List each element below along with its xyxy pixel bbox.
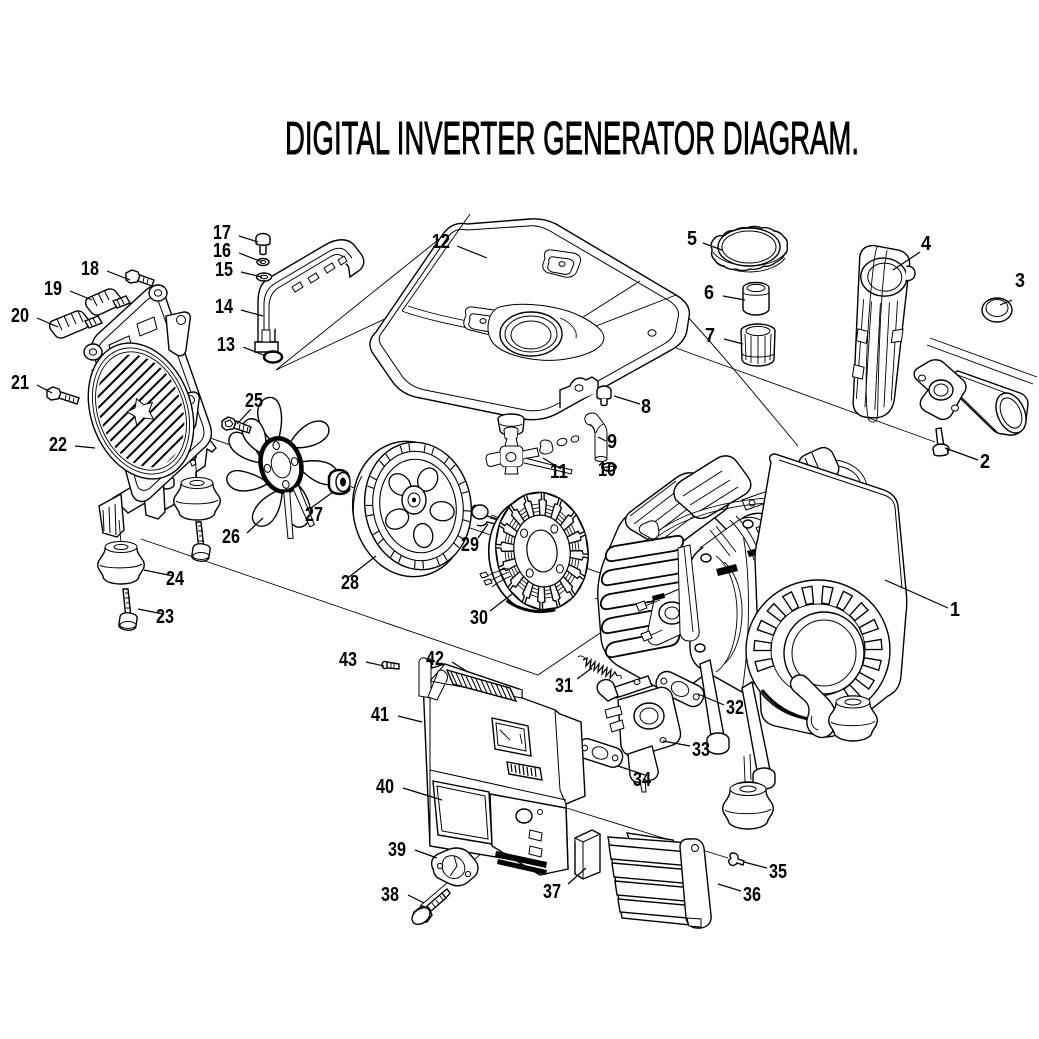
svg-text:17: 17 (213, 222, 231, 244)
svg-text:13: 13 (217, 334, 235, 356)
svg-text:16: 16 (213, 240, 231, 262)
svg-text:6: 6 (704, 282, 714, 304)
svg-text:5: 5 (687, 228, 697, 250)
svg-text:4: 4 (921, 233, 932, 255)
svg-text:15: 15 (215, 259, 233, 281)
svg-text:18: 18 (81, 258, 99, 280)
svg-text:40: 40 (376, 776, 394, 798)
svg-text:7: 7 (705, 325, 715, 347)
svg-text:11: 11 (550, 461, 568, 483)
svg-text:14: 14 (215, 296, 234, 318)
svg-text:26: 26 (222, 526, 240, 548)
svg-text:36: 36 (743, 884, 761, 906)
svg-text:37: 37 (543, 881, 561, 903)
svg-text:25: 25 (245, 390, 263, 412)
svg-text:20: 20 (11, 305, 29, 327)
svg-text:30: 30 (470, 607, 488, 629)
svg-text:10: 10 (598, 459, 616, 481)
svg-text:42: 42 (426, 648, 444, 670)
svg-text:43: 43 (339, 649, 357, 671)
svg-text:21: 21 (11, 372, 29, 394)
svg-text:33: 33 (692, 739, 710, 761)
svg-text:38: 38 (381, 884, 399, 906)
svg-text:12: 12 (432, 231, 450, 253)
svg-text:41: 41 (371, 704, 389, 726)
svg-text:23: 23 (156, 606, 174, 628)
svg-text:29: 29 (461, 534, 479, 556)
svg-text:35: 35 (769, 861, 787, 883)
svg-text:31: 31 (555, 675, 573, 697)
svg-text:39: 39 (388, 839, 406, 861)
svg-text:DIGITAL INVERTER GENERATOR DIA: DIGITAL INVERTER GENERATOR DIAGRAM. (285, 112, 859, 164)
svg-text:24: 24 (166, 568, 185, 590)
svg-text:34: 34 (633, 769, 652, 791)
svg-text:32: 32 (726, 697, 744, 719)
svg-text:27: 27 (305, 504, 323, 526)
svg-text:3: 3 (1015, 270, 1025, 292)
svg-text:9: 9 (607, 431, 617, 453)
svg-text:28: 28 (341, 572, 359, 594)
svg-text:19: 19 (44, 278, 62, 300)
svg-text:8: 8 (641, 396, 651, 418)
svg-text:22: 22 (49, 434, 67, 456)
svg-text:2: 2 (980, 451, 990, 473)
svg-text:1: 1 (950, 599, 960, 621)
